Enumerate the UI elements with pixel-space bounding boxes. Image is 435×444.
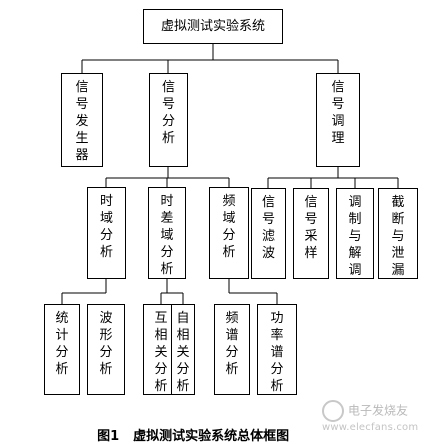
watermark-text: 电子发烧友 xyxy=(348,403,409,418)
node-label: 统计分析 xyxy=(55,311,69,377)
node-statistical-analysis: 统计分析 xyxy=(44,304,80,395)
watermark-logo-icon xyxy=(322,400,344,422)
node-signal-sampling: 信号采样 xyxy=(293,188,329,279)
node-label: 时域分析 xyxy=(99,194,113,260)
node-truncation-leakage: 截断与泄漏 xyxy=(378,188,418,279)
figure-number: 图1 xyxy=(97,429,120,444)
node-auto-correlation-analysis: 自相关分析 xyxy=(171,304,195,395)
node-signal-analysis: 信号分析 xyxy=(149,73,188,167)
node-modulation-demodulation: 调制与解调 xyxy=(336,188,374,279)
node-label: 频谱分析 xyxy=(225,311,239,377)
root-node-label: 虚拟测试实验系统 xyxy=(160,19,265,34)
node-time-difference-domain-analysis: 时差域分析 xyxy=(148,187,186,279)
node-label: 互相关分析 xyxy=(154,311,168,394)
node-label: 信号发生器 xyxy=(75,80,89,163)
node-label: 自相关分析 xyxy=(176,311,190,394)
node-label: 时差域分析 xyxy=(160,194,174,277)
node-time-domain-analysis: 时域分析 xyxy=(87,187,126,279)
node-signal-conditioning: 信号调理 xyxy=(316,73,360,167)
node-spectrum-analysis: 频谱分析 xyxy=(214,304,250,395)
figure-title: 虚拟测试实验系统总体框图 xyxy=(133,429,290,444)
node-power-spectrum-analysis: 功率谱分析 xyxy=(257,304,297,395)
node-label: 功率谱分析 xyxy=(270,311,284,394)
node-label: 信号分析 xyxy=(161,80,175,146)
node-waveform-analysis: 波形分析 xyxy=(87,304,125,395)
watermark: 电子发烧友 www.elecfans.com xyxy=(322,400,418,433)
node-label: 信号调理 xyxy=(331,80,345,146)
node-label: 信号采样 xyxy=(304,195,318,261)
node-signal-filtering: 信号滤波 xyxy=(251,188,286,279)
node-label: 波形分析 xyxy=(99,311,113,377)
node-signal-generator: 信号发生器 xyxy=(61,73,103,167)
node-label: 调制与解调 xyxy=(348,195,362,278)
root-node: 虚拟测试实验系统 xyxy=(143,9,283,44)
node-label: 频域分析 xyxy=(222,194,236,260)
node-label: 信号滤波 xyxy=(261,195,275,261)
node-frequency-domain-analysis: 频域分析 xyxy=(209,187,249,279)
watermark-url: www.elecfans.com xyxy=(322,422,419,433)
node-label: 截断与泄漏 xyxy=(391,195,405,278)
